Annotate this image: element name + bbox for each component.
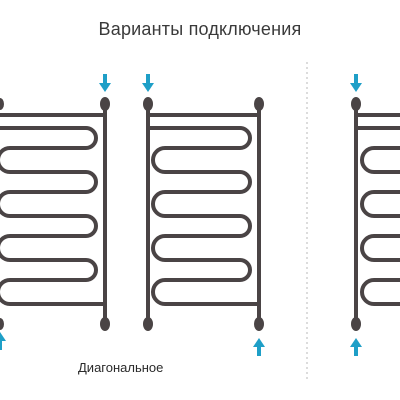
down-arrow-icon: [142, 74, 154, 92]
up-arrow-icon: [0, 332, 6, 350]
towel-rail-3: [354, 108, 400, 322]
up-arrow-icon: [253, 338, 265, 356]
down-arrow-icon: [99, 74, 111, 92]
rail-1-valves: [0, 97, 110, 331]
towel-rail-1: [0, 108, 107, 322]
caption-diagonal: Диагональное: [78, 360, 164, 375]
page-title: Варианты подключения: [98, 19, 302, 39]
down-arrow-icon: [350, 74, 362, 92]
towel-rail-2: [146, 108, 261, 322]
up-arrow-icon: [350, 338, 362, 356]
rail-2-valves: [143, 97, 264, 331]
rail-3-valves: [351, 97, 361, 331]
